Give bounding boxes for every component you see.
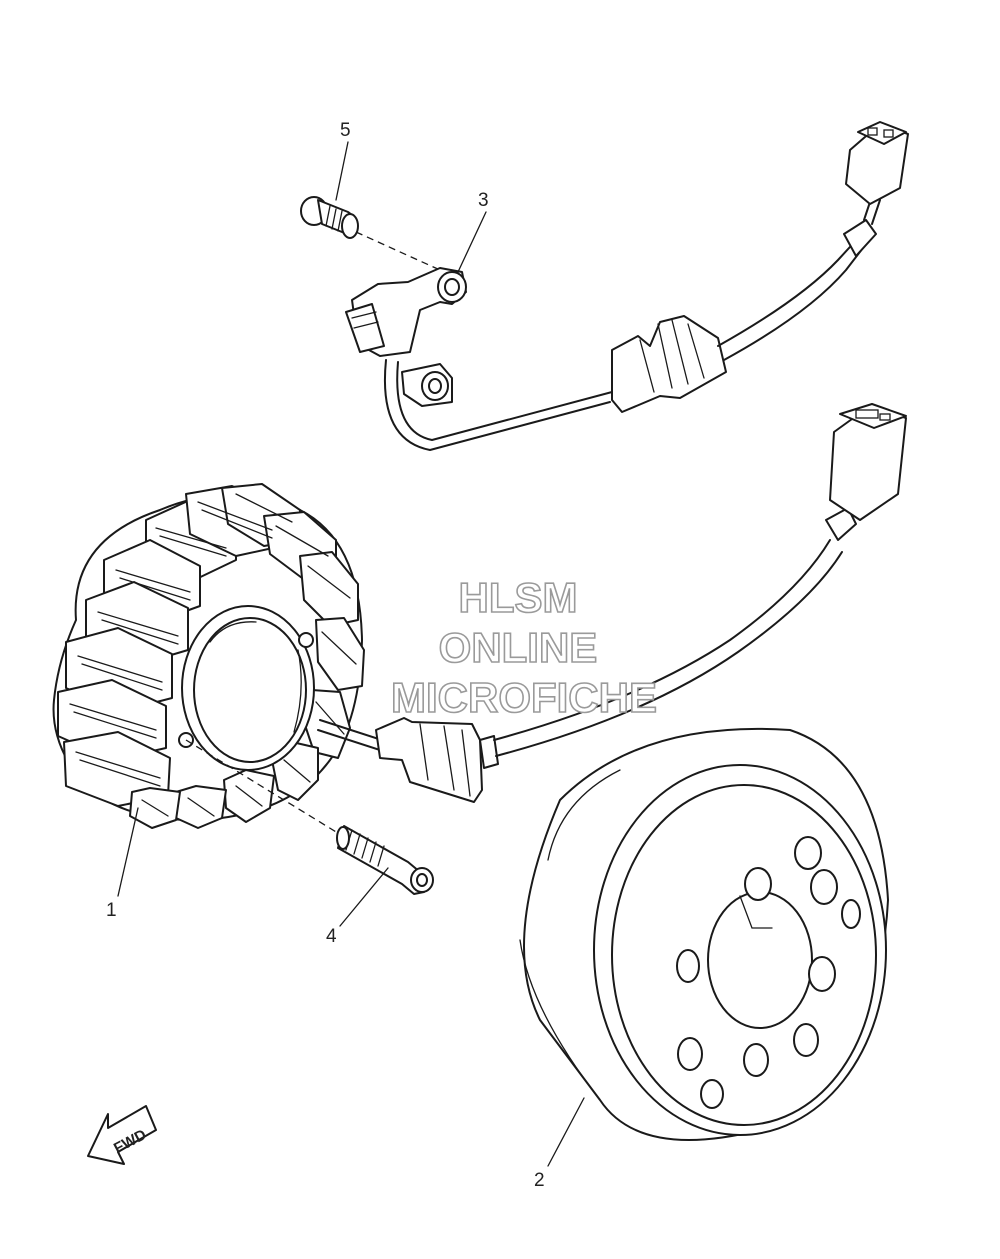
callout-5: 5 bbox=[340, 120, 351, 141]
flange-bolt-part bbox=[300, 196, 441, 271]
stator-bolt-part bbox=[336, 825, 434, 895]
rotor-part bbox=[519, 727, 889, 1141]
callout-1: 1 bbox=[106, 900, 117, 921]
callout-4: 4 bbox=[326, 926, 337, 947]
fwd-arrow-icon: FWD bbox=[87, 1105, 157, 1165]
callout-2: 2 bbox=[534, 1170, 545, 1191]
leader-lines bbox=[117, 141, 585, 1167]
watermark-line-1: HLSM bbox=[459, 574, 578, 621]
callout-3: 3 bbox=[478, 190, 489, 211]
pickup-coil-part bbox=[345, 121, 909, 451]
watermark-line-2: ONLINE bbox=[439, 624, 598, 671]
watermark-line-3: MICROFICHE bbox=[391, 674, 657, 721]
stator-part bbox=[52, 403, 907, 829]
